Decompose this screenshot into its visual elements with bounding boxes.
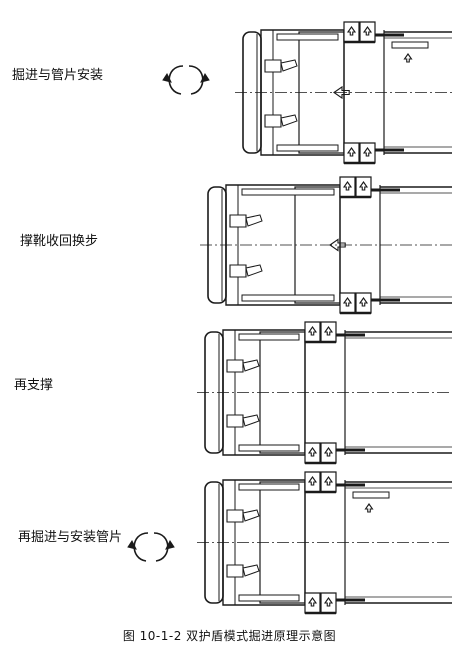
cutter-rotation-left-head — [163, 74, 171, 82]
drive-motor-1 — [227, 510, 243, 522]
gripper-pad-bottom-right — [321, 443, 336, 463]
gripper-pad-bottom-arrow-b — [325, 448, 332, 456]
gripper-pad-top-left — [340, 177, 355, 197]
gripper-pad-bottom-arrow-a — [344, 298, 351, 306]
gripper-pad-top-arrow-b — [325, 327, 332, 335]
drive-motor-1 — [230, 215, 246, 227]
gripper-pad-top-left — [305, 322, 320, 342]
thrust-cylinder-bottom — [239, 595, 299, 601]
advance-arrow — [334, 87, 349, 98]
stage-label-gripper-retract: 撑靴收回换步 — [20, 234, 99, 249]
gripper-pad-bottom-arrow-b — [364, 148, 371, 156]
gripper-pad-top-arrow-b — [325, 477, 332, 485]
advance-arrow — [330, 239, 345, 250]
stage-2-machine — [200, 177, 452, 313]
drive-motor-1 — [265, 60, 281, 72]
cutter-rotation-left-head — [128, 541, 136, 549]
thrust-cylinder-top — [239, 334, 299, 340]
figure-caption: 图 10-1-2 双护盾模式掘进原理示意图 — [122, 629, 337, 643]
gripper-pad-bottom-right — [360, 143, 375, 163]
drive-gearbox-1 — [246, 215, 262, 226]
stage-label-re-excavate: 再掘进与安装管片 — [18, 530, 123, 545]
stage-3-machine — [197, 322, 452, 463]
gripper-pad-bottom-left — [340, 293, 355, 313]
gripper-pad-top-arrow-a — [309, 327, 316, 335]
gripper-pad-top-arrow-a — [309, 477, 316, 485]
stage-4-machine — [128, 472, 452, 613]
gripper-pad-bottom-right — [356, 293, 371, 313]
gripper-pad-top-arrow-b — [360, 182, 367, 190]
thrust-cylinder-top — [242, 189, 334, 195]
gripper-pad-bottom-right — [321, 593, 336, 613]
cutter-rotation-right-arc — [154, 533, 168, 561]
drive-gearbox-1 — [243, 360, 259, 371]
drive-motor-2 — [265, 115, 281, 127]
gripper-pad-bottom-arrow-a — [309, 448, 316, 456]
gripper-pad-bottom-arrow-b — [360, 298, 367, 306]
gripper-pad-top-left — [305, 472, 320, 492]
drive-gearbox-1 — [243, 510, 259, 521]
drive-motor-2 — [230, 265, 246, 277]
thrust-cylinder-top — [239, 484, 299, 490]
erector-arrow — [366, 504, 373, 512]
gripper-pad-top-right — [360, 22, 375, 42]
gripper-pad-bottom-left — [344, 143, 359, 163]
gripper-pad-top-right — [321, 322, 336, 342]
gripper-pad-top-left — [344, 22, 359, 42]
cutter-rotation-right-arc — [189, 66, 203, 94]
gripper-pad-top-right — [321, 472, 336, 492]
shield-diagram — [0, 0, 459, 620]
gripper-pad-top-arrow-a — [344, 182, 351, 190]
drive-gearbox-2 — [281, 115, 297, 126]
gripper-pad-top-arrow-a — [348, 27, 355, 35]
thrust-cylinder-bottom — [277, 145, 338, 151]
thrust-cylinder-top — [277, 34, 338, 40]
stage-label-regrip: 再支撑 — [14, 378, 54, 393]
gripper-pad-bottom-arrow-a — [309, 598, 316, 606]
stages-root — [128, 22, 452, 613]
drive-gearbox-2 — [243, 415, 259, 426]
cutter-rotation-left-arc — [169, 66, 183, 94]
drive-gearbox-1 — [281, 60, 297, 71]
cutter-rotation-right-head — [201, 74, 209, 82]
segment-erector — [392, 42, 428, 48]
gripper-pad-top-right — [356, 177, 371, 197]
erector-arrow — [405, 54, 412, 62]
thrust-cylinder-bottom — [239, 445, 299, 451]
gripper-pad-bottom-left — [305, 593, 320, 613]
cutter-rotation-right-head — [166, 541, 174, 549]
drive-gearbox-2 — [243, 565, 259, 576]
drive-motor-2 — [227, 565, 243, 577]
gripper-pad-bottom-arrow-b — [325, 598, 332, 606]
cutter-rotation-left-arc — [134, 533, 148, 561]
drive-motor-2 — [227, 415, 243, 427]
stage-1-machine — [163, 22, 452, 163]
segment-erector — [353, 492, 389, 498]
thrust-cylinder-bottom — [242, 295, 334, 301]
gripper-pad-bottom-left — [305, 443, 320, 463]
gripper-pad-top-arrow-b — [364, 27, 371, 35]
gripper-pad-bottom-arrow-a — [348, 148, 355, 156]
drive-gearbox-2 — [246, 265, 262, 276]
stage-label-excavate-segment-install: 掘进与管片安装 — [12, 68, 104, 83]
drive-motor-1 — [227, 360, 243, 372]
